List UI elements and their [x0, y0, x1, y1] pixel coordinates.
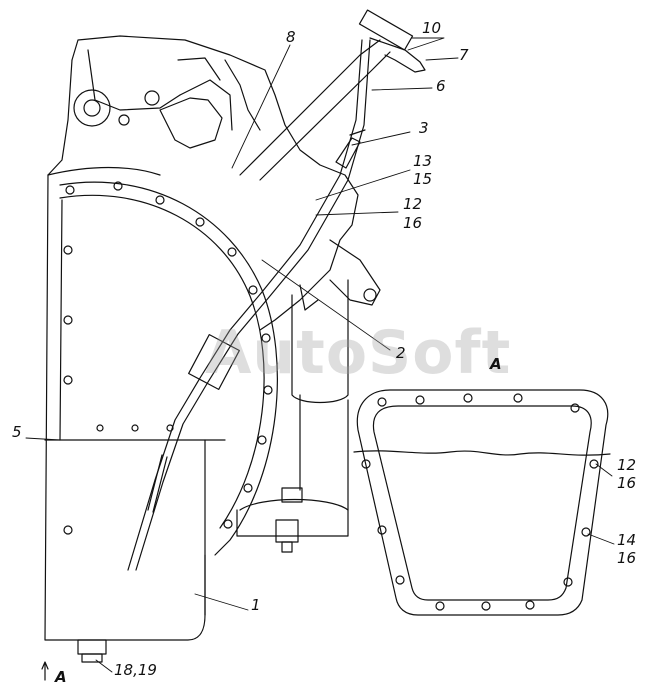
callout-15: 15: [413, 170, 433, 188]
cap-fitting: [335, 129, 366, 169]
callout-2: 2: [396, 344, 406, 362]
callout-13: 13: [413, 152, 433, 170]
oil-pan-view-a: [353, 389, 611, 616]
callout-10: 10: [422, 19, 442, 37]
callout-5: 5: [12, 423, 22, 441]
callout-14: 14: [617, 531, 637, 549]
callout-7: 7: [459, 46, 469, 64]
callout-6: 6: [436, 77, 446, 95]
dipstick-tube: [127, 39, 371, 571]
callout-1: 1: [251, 596, 261, 614]
callout-8: 8: [286, 28, 296, 46]
view-arrow-a: [41, 661, 49, 681]
watermark: AutoSoft: [205, 318, 512, 388]
callout-16-c: 16: [617, 549, 637, 567]
engine-block: [44, 35, 359, 641]
callout-3: 3: [419, 119, 429, 137]
view-arrow-label-a: A: [55, 668, 67, 686]
flywheel-housing: [59, 181, 278, 616]
callout-16-a: 16: [403, 214, 423, 232]
callout-12-a: 12: [403, 195, 423, 213]
view-label-a: A: [490, 355, 502, 373]
leader-lines: [25, 37, 615, 673]
callout-16-b: 16: [617, 474, 637, 492]
callout-12-b: 12: [617, 456, 637, 474]
drain-plug: [77, 639, 107, 663]
oil-filter: [236, 239, 381, 553]
callout-18-19: 18,19: [114, 661, 157, 679]
breather-pipe: [239, 9, 426, 181]
